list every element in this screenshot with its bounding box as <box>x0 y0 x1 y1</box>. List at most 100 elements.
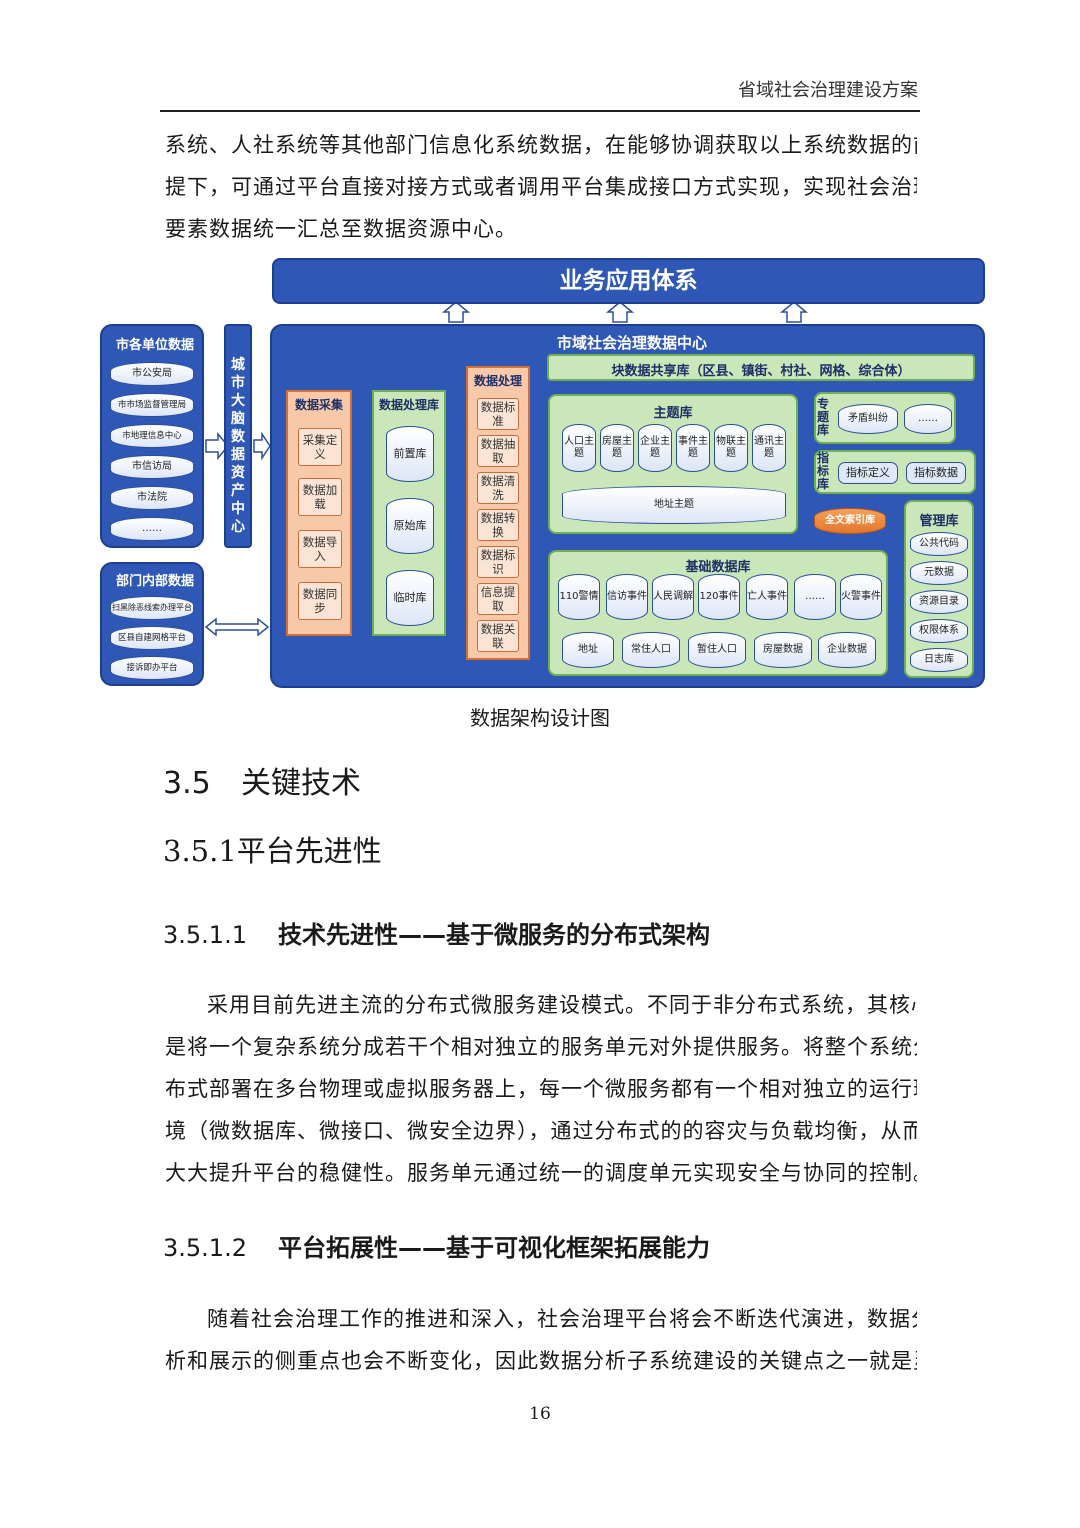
base-database: 基础数据库 110警情 信访事件 人民调解 120事件 亡人事件 …… 火警事件… <box>548 550 888 676</box>
business-application-bar: 业务应用体系 <box>272 258 985 304</box>
process-item: 数据抽取 <box>477 435 519 467</box>
proc-lib-cylinder: 原始库 <box>386 498 434 554</box>
heading-number: 3.5.1.1 <box>163 921 247 949</box>
city-brain-column: 城市大脑数据资产中心 <box>224 324 252 548</box>
text-line: 随着社会治理工作的推进和深入，社会治理平台将会不断迭代演进，数据分 <box>207 1307 917 1331</box>
text-line: 系统、人社系统等其他部门信息化系统数据，在能够协调获取以上系统数据的前 <box>165 133 917 157</box>
process-item: 数据清洗 <box>477 472 519 504</box>
dept-internal-title: 部门内部数据 <box>116 574 195 589</box>
data-collection-column: 数据采集 采集定义 数据加载 数据导入 数据同步 <box>286 390 352 636</box>
fulltext-index-cylinder: 全文索引库 <box>814 508 886 534</box>
text-line: 境（微数据库、微接口、微安全边界），通过分布式的的容灾与负载均衡，从而 <box>165 1119 917 1143</box>
data-center-title: 市域社会治理数据中心 <box>556 334 707 352</box>
data-processing-column: 数据处理 数据标准 数据抽取 数据清洗 数据转换 数据标识 信息提取 数据关联 <box>466 366 530 660</box>
data-architecture-diagram: 业务应用体系 市各单位数据 市公安局 市市场监督管理局 市地理信息中心 市信访局… <box>0 0 1080 700</box>
dept-cylinder: 区县自建网格平台 <box>110 626 194 650</box>
index-library: 指标库 指标定义 指标数据 <box>814 450 976 494</box>
base-cylinder: 120事件 <box>698 574 740 620</box>
base-cylinder: 亡人事件 <box>746 574 788 620</box>
process-item: 数据转换 <box>477 509 519 541</box>
mgmt-cylinder: 日志库 <box>910 648 968 672</box>
city-unit-cylinder: 市公安局 <box>110 362 194 386</box>
paragraph-2: 随着社会治理工作的推进和深入，社会治理平台将会不断迭代演进，数据分 析和展示的侧… <box>165 1298 917 1382</box>
management-library: 管理库 公共代码 元数据 资源目录 权限体系 日志库 <box>904 500 974 678</box>
theme-cylinder: 企业主题 <box>638 424 672 472</box>
base-cylinder: 暂住人口 <box>688 632 746 668</box>
paragraph-1: 采用目前先进主流的分布式微服务建设模式。不同于非分布式系统，其核心 是将一个复杂… <box>165 984 917 1194</box>
mgmt-cylinder: 公共代码 <box>910 532 968 556</box>
process-item: 数据关联 <box>477 620 519 652</box>
arrow-up <box>779 301 809 323</box>
city-units-title: 市各单位数据 <box>116 338 195 353</box>
index-pill: 指标数据 <box>906 462 966 484</box>
arrow-up <box>441 301 471 323</box>
index-pill: 指标定义 <box>838 462 898 484</box>
city-unit-cylinder: 市市场监督管理局 <box>110 393 194 417</box>
base-cylinder: 地址 <box>562 632 614 668</box>
figure-caption: 数据架构设计图 <box>470 706 610 730</box>
running-header: 省域社会治理建设方案 <box>738 80 918 101</box>
dept-cylinder: 扫黑除恶线索办理平台 <box>110 596 194 620</box>
section-number: 3.5 <box>163 766 211 801</box>
text-line: 大大提升平台的稳健性。服务单元通过统一的调度单元实现安全与协同的控制。 <box>165 1161 917 1185</box>
proc-lib-cylinder: 前置库 <box>386 426 434 482</box>
city-brain-label: 城市大脑数据资产中心 <box>231 357 245 535</box>
special-cylinder: 矛盾纠纷 <box>838 404 898 434</box>
heading-title: 平台拓展性——基于可视化框架拓展能力 <box>278 1234 710 1262</box>
dept-cylinder: 接诉即办平台 <box>110 656 194 680</box>
city-units-panel: 市各单位数据 市公安局 市市场监督管理局 市地理信息中心 市信访局 市法院 …… <box>100 324 204 548</box>
text-line: 提下，可通过平台直接对接方式或者调用平台集成接口方式实现，实现社会治理 <box>165 175 917 199</box>
text-line: 要素数据统一汇总至数据资源中心。 <box>165 217 517 241</box>
theme-cylinder: 事件主题 <box>676 424 710 472</box>
text-line: 是将一个复杂系统分成若干个相对独立的服务单元对外提供服务。将整个系统分 <box>165 1035 917 1059</box>
base-cylinder: 信访事件 <box>606 574 648 620</box>
process-item: 数据标识 <box>477 546 519 578</box>
base-cylinder: …… <box>794 574 836 620</box>
subsubsection-heading-2: 3.5.1.2 平台拓展性——基于可视化框架拓展能力 <box>163 1228 710 1263</box>
city-unit-cylinder: 市法院 <box>110 486 194 510</box>
base-cylinder: 火警事件 <box>840 574 882 620</box>
text-line: 析和展示的侧重点也会不断变化，因此数据分析子系统建设的关键点之一就是灵 <box>165 1349 917 1373</box>
collect-item: 数据加载 <box>298 478 342 516</box>
theme-cylinder: 房屋主题 <box>600 424 634 472</box>
base-cylinder: 企业数据 <box>818 632 876 668</box>
city-unit-cylinder: 市信访局 <box>110 455 194 479</box>
section-title: 关键技术 <box>241 766 361 801</box>
section-heading: 3.5 关键技术 <box>163 758 361 802</box>
mgmt-cylinder: 权限体系 <box>910 619 968 643</box>
data-processing-library: 数据处理库 前置库 原始库 临时库 <box>372 390 446 636</box>
special-cylinder: …… <box>904 404 952 434</box>
base-cylinder: 110警情 <box>558 574 600 620</box>
process-item: 数据标准 <box>477 398 519 430</box>
city-unit-cylinder: …… <box>110 517 194 541</box>
proc-lib-cylinder: 临时库 <box>386 570 434 626</box>
address-theme-cylinder: 地址主题 <box>562 486 786 524</box>
collect-item: 采集定义 <box>298 428 342 466</box>
collect-item: 数据导入 <box>298 530 342 568</box>
special-library: 专题库 矛盾纠纷 …… <box>814 392 956 444</box>
theme-cylinder: 物联主题 <box>714 424 748 472</box>
text-line: 布式部署在多台物理或虚拟服务器上，每一个微服务都有一个相对独立的运行环 <box>165 1077 917 1101</box>
subsubsection-heading-1: 3.5.1.1 技术先进性——基于微服务的分布式架构 <box>163 915 710 950</box>
mgmt-cylinder: 资源目录 <box>910 590 968 614</box>
dept-internal-panel: 部门内部数据 扫黑除恶线索办理平台 区县自建网格平台 接诉即办平台 <box>100 562 204 686</box>
theme-cylinder: 人口主题 <box>562 424 596 472</box>
base-cylinder: 人民调解 <box>652 574 694 620</box>
heading-number: 3.5.1.2 <box>163 1234 247 1262</box>
collect-item: 数据同步 <box>298 582 342 620</box>
header-rule <box>160 110 920 112</box>
heading-title: 技术先进性——基于微服务的分布式架构 <box>278 921 710 949</box>
theme-cylinder: 通讯主题 <box>752 424 786 472</box>
text-line: 采用目前先进主流的分布式微服务建设模式。不同于非分布式系统，其核心 <box>207 993 917 1017</box>
base-cylinder: 房屋数据 <box>754 632 812 668</box>
process-item: 信息提取 <box>477 583 519 615</box>
mgmt-cylinder: 元数据 <box>910 561 968 585</box>
page-number: 16 <box>529 1404 551 1424</box>
shared-block-library: 块数据共享库（区县、镇街、村社、网格、综合体） <box>547 354 975 381</box>
subsection-heading: 3.5.1平台先进性 <box>163 834 382 868</box>
arrow-up <box>605 301 635 323</box>
intro-paragraph: 系统、人社系统等其他部门信息化系统数据，在能够协调获取以上系统数据的前 提下，可… <box>165 124 917 250</box>
city-unit-cylinder: 市地理信息中心 <box>110 424 194 448</box>
theme-library: 主题库 人口主题 房屋主题 企业主题 事件主题 物联主题 通讯主题 地址主题 <box>548 394 798 534</box>
base-cylinder: 常住人口 <box>622 632 680 668</box>
